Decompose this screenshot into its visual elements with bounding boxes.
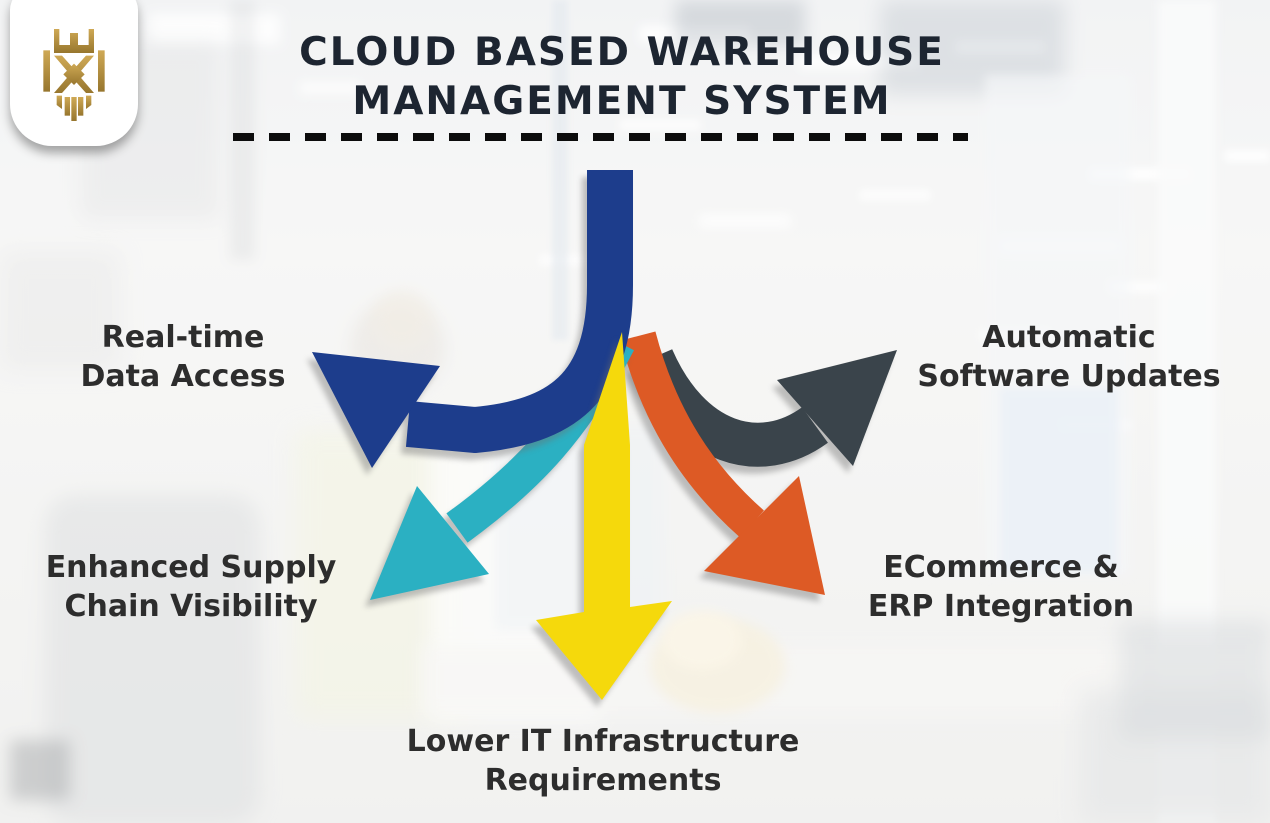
label-line: Software Updates xyxy=(917,359,1221,394)
page-title-line2: MANAGEMENT SYSTEM xyxy=(352,79,892,124)
bg-light-strip xyxy=(150,14,280,44)
bg-light-strip xyxy=(955,40,1045,54)
bg-pillar xyxy=(552,0,568,340)
label-real-time-data-access: Real-time Data Access xyxy=(33,318,333,396)
bg-rack-shadow xyxy=(0,250,120,370)
label-line: Lower IT Infrastructure xyxy=(406,724,800,759)
bg-light-strip xyxy=(640,26,750,42)
label-line: Chain Visibility xyxy=(64,589,318,624)
label-line: Real-time xyxy=(101,320,265,355)
bg-dark-monitor-blob xyxy=(1120,620,1270,740)
arrow-lower-it-infrastructure xyxy=(536,332,672,700)
label-lower-it-infrastructure-requirements: Lower IT Infrastructure Requirements xyxy=(398,722,808,800)
bg-light-strip xyxy=(1225,150,1270,162)
bg-light-strip xyxy=(1110,282,1170,292)
arrow-ecommerce-erp-integration xyxy=(620,331,825,595)
arrow-real-time-data-access xyxy=(312,170,633,468)
page-title-line1: CLOUD BASED WAREHOUSE xyxy=(299,30,945,75)
bg-office-chair-base xyxy=(10,740,70,800)
bg-person-hair xyxy=(372,290,432,350)
label-line: Automatic xyxy=(982,320,1156,355)
label-line: Enhanced Supply xyxy=(45,550,337,585)
label-line: Requirements xyxy=(484,763,722,798)
bg-light-strip xyxy=(800,55,920,69)
label-enhanced-supply-chain-visibility: Enhanced Supply Chain Visibility xyxy=(25,548,357,626)
label-line: Data Access xyxy=(80,359,286,394)
bg-dark-monitor-blob xyxy=(675,0,805,45)
title-dashed-underline xyxy=(233,133,968,141)
label-line: ERP Integration xyxy=(867,589,1135,624)
page-title: CLOUD BASED WAREHOUSE MANAGEMENT SYSTEM xyxy=(240,28,1004,126)
bg-office-chair xyxy=(45,495,260,823)
label-automatic-software-updates: Automatic Software Updates xyxy=(900,318,1238,396)
bg-light-strip xyxy=(620,120,700,130)
bg-light-strip xyxy=(860,190,930,200)
bg-light-strip xyxy=(300,82,360,94)
bg-rack-shadow xyxy=(230,0,255,260)
bg-monitor-right-screen xyxy=(1000,388,1118,573)
bg-light-strip xyxy=(540,255,600,265)
bg-hard-hat xyxy=(662,610,742,670)
label-ecommerce-erp-integration: ECommerce & ERP Integration xyxy=(838,548,1164,626)
label-line: ECommerce & xyxy=(883,550,1119,585)
brand-logo-card xyxy=(10,0,138,146)
bg-light-strip xyxy=(700,215,790,227)
brand-logo-emblem-icon xyxy=(43,29,105,121)
